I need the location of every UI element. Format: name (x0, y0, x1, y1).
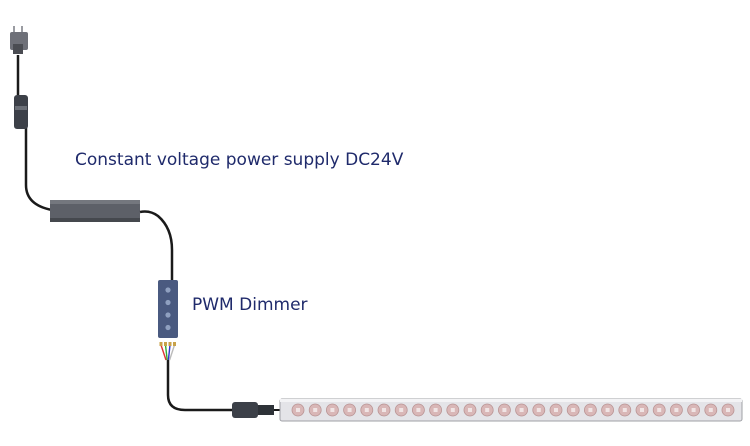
output-wire (164, 344, 168, 361)
dimmer-button-icon (165, 299, 171, 306)
wire-tip (159, 342, 163, 346)
led-chip-core (296, 408, 300, 412)
output-wire (160, 344, 167, 361)
led-chip-core (588, 408, 593, 412)
led-chip-core (571, 408, 576, 412)
led-chip-core (519, 408, 524, 412)
output-wires (159, 342, 176, 361)
led-chip-core (691, 408, 696, 412)
led-chip-core (364, 408, 369, 412)
led-chip-core (416, 408, 421, 412)
led-chip-core (313, 408, 318, 412)
led-chip-core (622, 408, 627, 412)
cable-connector-icon (14, 95, 28, 129)
dimmer-button-icon (165, 287, 171, 293)
led-chip-core (708, 408, 713, 412)
led-strip (279, 398, 743, 422)
led-chip-core (726, 408, 730, 412)
led-chip-core (433, 408, 438, 412)
led-chip-core (605, 408, 610, 412)
led-chip-core (347, 408, 352, 412)
dc-output-cable (139, 210, 174, 280)
led-chip-core (536, 408, 541, 412)
led-chip-core (485, 408, 490, 412)
dimmer-button-icon (165, 324, 171, 331)
led-chip-core (657, 408, 662, 412)
strip-connector-icon (232, 402, 274, 418)
led-chip-core (399, 408, 404, 412)
led-chip-core (468, 408, 472, 412)
led-chip-core (640, 408, 644, 412)
wire-tip (168, 342, 172, 346)
wire-tip (173, 342, 176, 346)
mains-cable (16, 55, 53, 212)
power-supply-unit (50, 200, 140, 222)
led-chip-core (502, 408, 507, 412)
led-chip-core (382, 408, 386, 412)
output-wire (168, 344, 176, 361)
led-chip-core (554, 408, 558, 412)
pwm-dimmer-unit (158, 280, 178, 338)
output-wire (167, 344, 171, 361)
dimmer-label: PWM Dimmer (192, 295, 308, 315)
wire-tip (164, 342, 167, 346)
mains-plug-icon (10, 26, 28, 54)
dimmer-button-icon (165, 312, 171, 318)
strip-input-cable (166, 360, 235, 412)
led-chip-core (450, 408, 455, 412)
led-chip-core (330, 408, 335, 412)
power-supply-label: Constant voltage power supply DC24V (75, 150, 404, 170)
led-chip-core (674, 408, 679, 412)
